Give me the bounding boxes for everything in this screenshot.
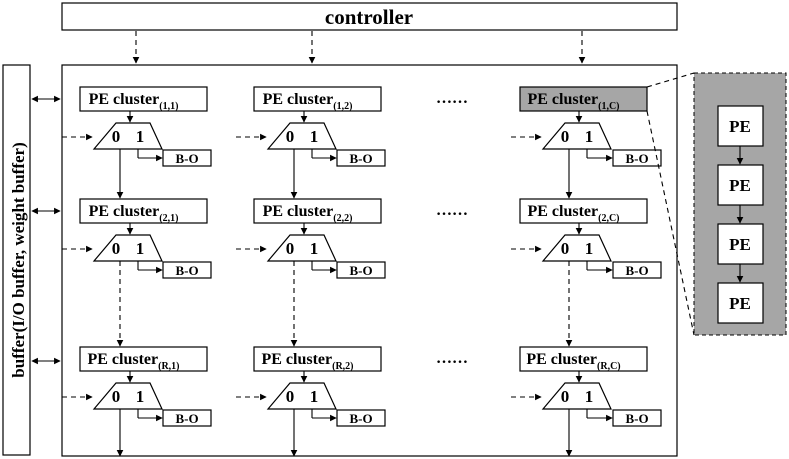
- mux-input-1: 1: [136, 387, 145, 406]
- mux-trapezoid: [541, 234, 612, 262]
- mux-input-1: 1: [310, 387, 319, 406]
- pe-cluster-name: PE cluster: [527, 203, 598, 220]
- pe-cluster-label: PE cluster(2,2): [263, 203, 353, 224]
- pe-cluster-label: PE cluster(R,C): [526, 351, 620, 372]
- mux-input-0: 0: [112, 387, 121, 406]
- bo-label: B-O: [175, 263, 198, 278]
- controller-label: controller: [325, 5, 413, 29]
- bo-label: B-O: [175, 411, 198, 426]
- pe-cluster-subscript: (1,C): [598, 101, 619, 112]
- mux-trapezoid: [541, 122, 612, 150]
- bo-box: [612, 409, 662, 427]
- column-ellipsis: ……: [436, 350, 468, 367]
- pe-cluster-name: PE cluster: [526, 351, 597, 368]
- mux-input-0: 0: [286, 239, 295, 258]
- bo-box: [162, 409, 212, 427]
- pe-cluster-label: PE cluster(1,2): [263, 91, 353, 112]
- pe-cluster-subscript: (2,2): [333, 213, 352, 224]
- mux-input-1: 1: [585, 239, 594, 258]
- mux-input-1: 1: [585, 127, 594, 146]
- pe-cluster-box: [79, 346, 208, 372]
- mux-input-1: 1: [310, 239, 319, 258]
- column-ellipsis: ……: [436, 90, 468, 107]
- pe-cluster-box: [253, 86, 382, 112]
- pe-cluster-subscript: (1,2): [333, 101, 352, 112]
- pe-cluster-label: PE cluster(R,1): [87, 351, 179, 372]
- bo-label: B-O: [349, 411, 372, 426]
- mux-input-0: 0: [561, 387, 570, 406]
- pe-box: [717, 282, 764, 324]
- pe-cluster-name: PE cluster: [263, 91, 334, 108]
- pe-cluster-box: [79, 86, 208, 112]
- pe-cluster-box: [519, 86, 648, 112]
- controller-box: [61, 2, 678, 31]
- pe-cluster-name: PE cluster: [89, 203, 160, 220]
- bo-box: [162, 149, 212, 167]
- pe-cluster-label: PE cluster(2,C): [527, 203, 619, 224]
- bo-box: [336, 149, 386, 167]
- pe-cluster-box: [519, 346, 648, 372]
- pe-cluster-box: [253, 346, 382, 372]
- pe-cluster-box: [519, 198, 648, 224]
- mux-input-0: 0: [286, 127, 295, 146]
- pe-cluster-subscript: (2,C): [598, 213, 619, 224]
- pe-cluster-box: [253, 198, 382, 224]
- buffer-label: buffer(I/O buffer, weight buffer): [9, 142, 28, 377]
- pe-cluster-name: PE cluster: [89, 91, 160, 108]
- mux-input-0: 0: [561, 127, 570, 146]
- column-ellipsis: ……: [436, 202, 468, 219]
- mux-input-1: 1: [585, 387, 594, 406]
- bo-box: [612, 261, 662, 279]
- bo-box: [612, 149, 662, 167]
- pe-cluster-name: PE cluster: [87, 351, 158, 368]
- mux-input-0: 0: [112, 239, 121, 258]
- mux-input-1: 1: [136, 127, 145, 146]
- pe-label: PE: [729, 117, 751, 136]
- bo-label: B-O: [349, 263, 372, 278]
- bo-label: B-O: [175, 151, 198, 166]
- pe-cluster-label: PE cluster(R,2): [261, 351, 353, 372]
- pe-label: PE: [729, 176, 751, 195]
- pe-cluster-subscript: (1,1): [159, 101, 178, 112]
- buffer-box: [2, 64, 31, 456]
- pe-label: PE: [729, 235, 751, 254]
- detail-callout-line: [646, 72, 695, 88]
- bo-box: [336, 409, 386, 427]
- detail-callout-line: [646, 110, 695, 336]
- pe-cluster-name: PE cluster: [261, 351, 332, 368]
- mux-input-0: 0: [286, 387, 295, 406]
- pe-cluster-subscript: (2,1): [159, 213, 178, 224]
- mux-trapezoid: [266, 382, 337, 410]
- mux-input-1: 1: [310, 127, 319, 146]
- pe-box: [717, 223, 764, 265]
- mux-input-0: 0: [561, 239, 570, 258]
- pe-cluster-name: PE cluster: [527, 91, 598, 108]
- pe-cluster-subscript: (R,1): [158, 361, 179, 372]
- mux-input-0: 0: [112, 127, 121, 146]
- mux-input-1: 1: [136, 239, 145, 258]
- pe-cluster-label: PE cluster(2,1): [89, 203, 179, 224]
- mux-trapezoid: [92, 382, 163, 410]
- mux-trapezoid: [541, 382, 612, 410]
- pe-label: PE: [729, 294, 751, 313]
- bo-box: [336, 261, 386, 279]
- bo-label: B-O: [625, 151, 648, 166]
- pe-cluster-box: [79, 198, 208, 224]
- pe-box: [717, 164, 764, 206]
- pe-cluster-label: PE cluster(1,C): [527, 91, 619, 112]
- mux-trapezoid: [92, 234, 163, 262]
- bo-box: [162, 261, 212, 279]
- pe-cluster-label: PE cluster(1,1): [89, 91, 179, 112]
- pe-cluster-subscript: (R,2): [332, 361, 353, 372]
- bo-label: B-O: [349, 151, 372, 166]
- pe-cluster-name: PE cluster: [263, 203, 334, 220]
- pe-cluster-subscript: (R,C): [597, 361, 621, 372]
- mux-trapezoid: [266, 234, 337, 262]
- mux-trapezoid: [266, 122, 337, 150]
- bo-label: B-O: [625, 411, 648, 426]
- bo-label: B-O: [625, 263, 648, 278]
- mux-trapezoid: [92, 122, 163, 150]
